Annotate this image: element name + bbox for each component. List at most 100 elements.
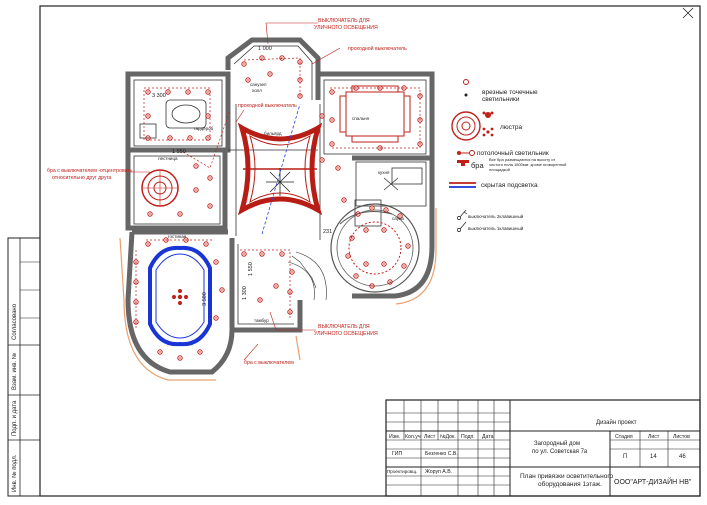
ceiling-spot-icon: [157, 349, 163, 355]
stair: [287, 251, 327, 301]
ceiling-spot-dot: [379, 147, 381, 149]
annot-street-top-2: УЛИЧНОГО ОСВЕЩЕНИЯ: [314, 25, 378, 31]
legend-bra-icon: [457, 160, 469, 166]
dim-7: 231: [323, 229, 332, 235]
billiard-outline: [237, 103, 323, 235]
tb-sheets: 46: [679, 454, 686, 460]
ceiling-spot-icon: [289, 269, 295, 275]
ceiling-spot-dot: [179, 357, 181, 359]
tb-stage-h: Стадия: [615, 434, 633, 440]
stamp-inv-repl: Взам. инв. №: [11, 353, 18, 390]
pool-chandelier-icon: [172, 289, 188, 305]
tb-col-5: Подп.: [461, 434, 475, 440]
ceiling-spot-dot: [347, 255, 349, 257]
ceiling-spot-icon: [417, 141, 423, 147]
ceiling-spot-dot: [291, 271, 293, 273]
ceiling-spot-icon: [329, 141, 335, 147]
ceiling-spots: [133, 55, 423, 361]
tb-col-3: Лист: [424, 434, 436, 440]
ceiling-spot-dot: [419, 95, 421, 97]
building-walls: [125, 37, 435, 375]
inner-walls: [133, 45, 427, 325]
ceiling-spot-icon: [241, 251, 247, 257]
ceiling-spot-icon: [213, 259, 219, 265]
ceiling-spot-icon: [279, 55, 285, 61]
ceiling-spot-icon: [205, 89, 211, 95]
ceiling-spot-dot: [135, 321, 137, 323]
annot-pass-mid: проходной выключатель: [238, 102, 297, 109]
legend-chandelier-label: люстра: [500, 124, 523, 131]
ceiling-spot-dot: [135, 301, 137, 303]
ceiling-spot-icon: [177, 355, 183, 361]
dim-3: 1 550: [172, 149, 186, 155]
ceiling-spot-icon: [187, 135, 193, 141]
ceiling-spot-icon: [165, 89, 171, 95]
ceiling-spot-dot: [371, 207, 373, 209]
ceiling-spot-icon: [363, 227, 369, 233]
exterior-lines: [119, 208, 437, 381]
ceiling-spot-icon: [345, 253, 351, 259]
leader-lines: [130, 22, 341, 361]
ceiling-spot-dot: [199, 351, 201, 353]
annot-bra-bottom: бра с выключателем: [244, 360, 294, 366]
ceiling-spot-dot: [385, 209, 387, 211]
legend-spots-1: врезные точечные: [482, 89, 538, 96]
ceiling-spot-dot: [209, 205, 211, 207]
side-stamp: Согласовано Взам. инв. № Подп. и дата Ин…: [7, 237, 41, 497]
ceiling-spot-dot: [383, 229, 385, 231]
legend-chandelier-flower-icon: [482, 111, 494, 137]
ceiling-spot-icon: [145, 241, 151, 247]
ceiling-spot-dot: [261, 57, 263, 59]
ceiling-spot-icon: [369, 205, 375, 211]
tb-col-1: Изм.: [389, 434, 400, 440]
legend-bra-note-2: чистого пола 1800мм ,кроме оговоренной: [489, 162, 566, 167]
ceiling-spot-dot: [357, 213, 359, 215]
ceiling-spot-dot: [355, 87, 357, 89]
tb-sheet: 14: [650, 454, 657, 460]
annot-street-bot-2: УЛИЧНОГО ОСВЕЩЕНИЯ: [314, 331, 378, 337]
ceiling-spot-icon: [219, 287, 225, 293]
room-bath: санузел: [250, 82, 267, 87]
legend-bra-label: бра: [471, 161, 484, 170]
ceiling-spot-icon: [287, 289, 293, 295]
ceiling-spot-dot: [135, 261, 137, 263]
ceiling-spot-dot: [179, 213, 181, 215]
ceiling-spot-icon: [267, 71, 273, 77]
legend-spots-2: светильники: [482, 96, 520, 103]
ceiling-spot-dot: [289, 311, 291, 313]
ceiling-spot-icon: [203, 241, 209, 247]
ceiling-spot-icon: [279, 251, 285, 257]
ceiling-spot-icon: [381, 261, 387, 267]
ceiling-spot-dot: [207, 115, 209, 117]
ceiling-spot-dot: [159, 351, 161, 353]
ceiling-spot-icon: [133, 259, 139, 265]
ceiling-spot-dot: [243, 253, 245, 255]
round-chandelier-left: [141, 169, 179, 207]
stamp-inv-orig: Инв. № подл.: [11, 454, 18, 492]
ceiling-spot-icon: [259, 251, 265, 257]
annot-bra-left-1: бра с выключателем -отцентровать: [47, 168, 133, 174]
legend-ceiling-label: потолочный светильник: [477, 149, 549, 157]
ceiling-spot-icon: [377, 85, 383, 91]
ceiling-spot-dot: [343, 199, 345, 201]
ceiling-spot-dot: [135, 281, 137, 283]
ceiling-spot-dot: [275, 285, 277, 287]
tb-sheet-h: Лист: [648, 434, 660, 440]
ceiling-spot-icon: [405, 243, 411, 249]
ceiling-spot-icon: [145, 89, 151, 95]
annot-bra-left-2: относительно друг друга: [52, 175, 111, 181]
ceiling-spot-dot: [321, 115, 323, 117]
ceiling-spot-dot: [147, 243, 149, 245]
legend-switch1-icon: [457, 221, 467, 232]
room-billiard: бильярд: [264, 131, 282, 136]
ceiling-spot-dot: [355, 275, 357, 277]
ceiling-spot-icon: [319, 157, 325, 163]
kitchen-fixtures: [383, 167, 423, 191]
ceiling-spot-icon: [193, 163, 199, 169]
ceiling-spot-dot: [331, 119, 333, 121]
ceiling-spot-icon: [401, 85, 407, 91]
ceiling-spot-dot: [299, 95, 301, 97]
ceiling-spot-dot: [205, 243, 207, 245]
